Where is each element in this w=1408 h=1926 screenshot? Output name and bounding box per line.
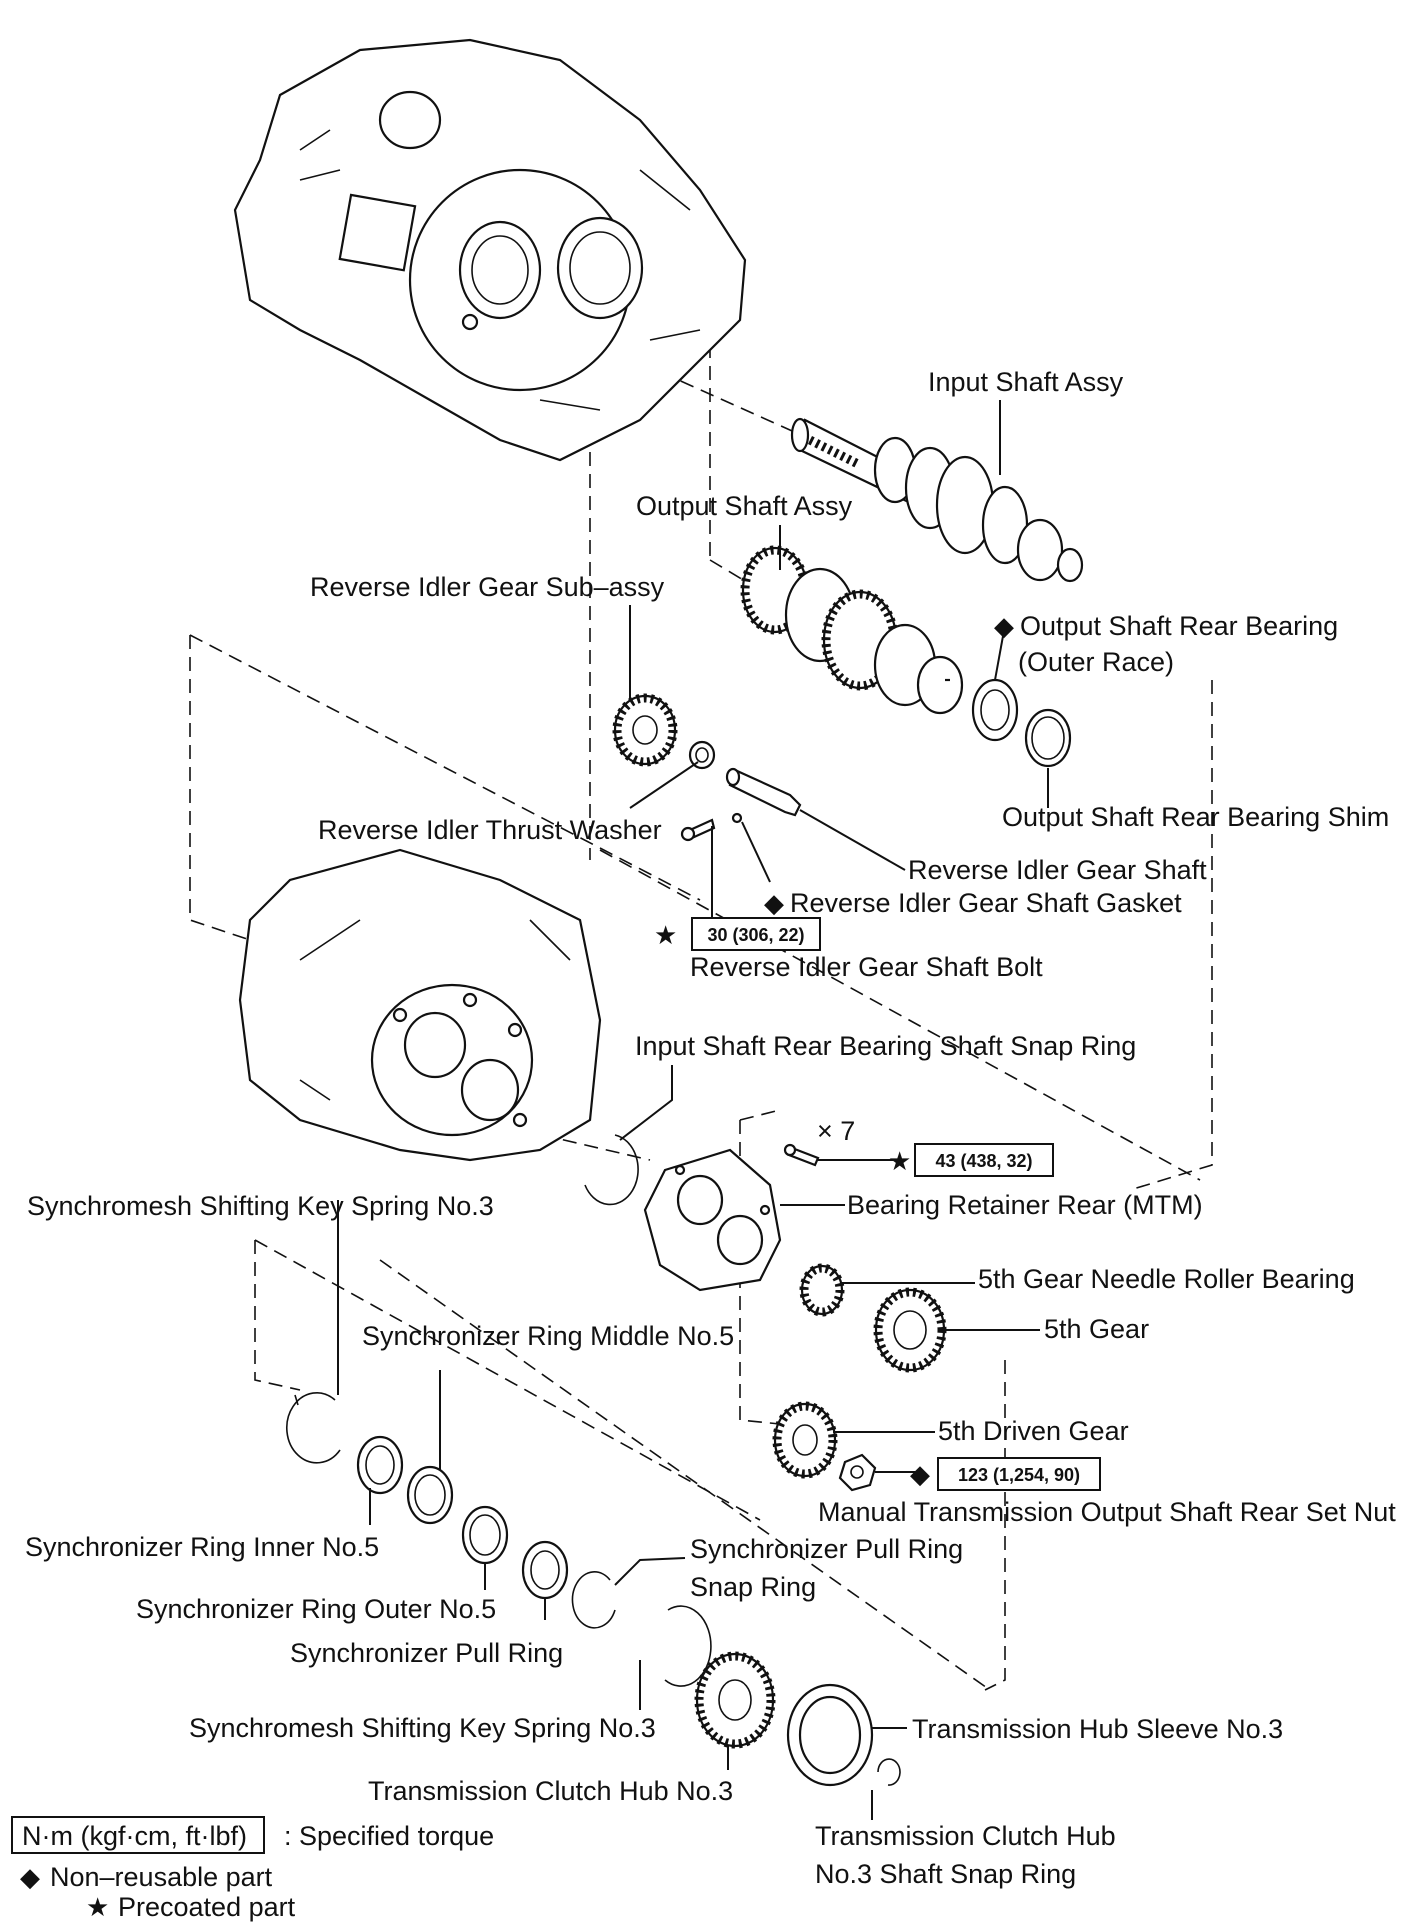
- label-reverse-idler-gear-shaft: Reverse Idler Gear Shaft: [908, 855, 1207, 885]
- output-shaft-rear-bearing: [971, 678, 1019, 742]
- label-fifth-driven-gear: 5th Driven Gear: [938, 1416, 1129, 1446]
- label-reverse-idler-gear-shaft-gasket: Reverse Idler Gear Shaft Gasket: [790, 888, 1182, 918]
- reverse-idler-gear-shaft: [725, 767, 802, 817]
- transmission-case-front: [233, 38, 747, 462]
- label-output-shaft-rear-bearing-outer-race: (Outer Race): [1018, 647, 1174, 677]
- label-output-shaft-rear-set-nut: Manual Transmission Output Shaft Rear Se…: [818, 1497, 1396, 1527]
- legend-non-reusable: Non–reusable part: [50, 1862, 273, 1892]
- precoated-symbol: ★: [654, 920, 677, 950]
- part-labels: Input Shaft Assy Output Shaft Assy Rever…: [25, 367, 1396, 1889]
- transmission-hub-sleeve: [786, 1683, 874, 1787]
- legend: N·m (kgf·cm, ft·lbf) : Specified torque …: [11, 1816, 494, 1922]
- label-synchronizer-pull-ring-snap-ring: Synchronizer Pull Ring: [690, 1534, 963, 1564]
- transmission-clutch-hub: [694, 1651, 776, 1749]
- torque-spec-reverse-idler-bolt: 30 (306, 22): [691, 917, 821, 951]
- torque-value: 43 (438, 32): [935, 1151, 1032, 1171]
- label-reverse-idler-thrust-washer: Reverse Idler Thrust Washer: [318, 815, 662, 845]
- label-transmission-hub-sleeve: Transmission Hub Sleeve No.3: [912, 1714, 1283, 1744]
- label-input-shaft-rear-bearing-snap-ring: Input Shaft Rear Bearing Shaft Snap Ring: [635, 1031, 1136, 1061]
- synchromesh-key-spring-upper: [286, 1392, 341, 1464]
- label-synchronizer-pull-ring-snap-ring-2: Snap Ring: [690, 1572, 816, 1602]
- torque-spec-set-nut: 123 (1,254, 90): [937, 1457, 1101, 1491]
- output-shaft-assy: [740, 545, 964, 715]
- bearing-retainer-rear: [643, 1148, 782, 1292]
- torque-value: 30 (306, 22): [707, 925, 804, 945]
- output-shaft-rear-bearing-shim: [1024, 708, 1072, 768]
- torque-value: 123 (1,254, 90): [958, 1465, 1080, 1485]
- non-reusable-symbol: ◆: [994, 611, 1014, 641]
- legend-non-reusable-symbol: ◆: [20, 1862, 40, 1892]
- torque-spec-bearing-retainer-bolt: 43 (438, 32): [914, 1143, 1054, 1177]
- precoated-symbol: ★: [888, 1146, 911, 1176]
- label-output-shaft-rear-bearing-shim: Output Shaft Rear Bearing Shim: [1002, 802, 1389, 832]
- output-shaft-rear-set-nut: [838, 1453, 877, 1492]
- label-transmission-clutch-hub: Transmission Clutch Hub No.3: [368, 1776, 733, 1806]
- label-output-shaft-rear-bearing: Output Shaft Rear Bearing: [1020, 611, 1338, 641]
- transmission-case-rear: [238, 848, 602, 1162]
- fifth-gear: [873, 1287, 947, 1373]
- synchronizer-pull-ring-snap-ring: [571, 1571, 616, 1629]
- bolt-quantity: × 7: [817, 1116, 855, 1146]
- synchromesh-key-spring-lower: [664, 1605, 712, 1687]
- label-bearing-retainer-rear: Bearing Retainer Rear (MTM): [847, 1190, 1203, 1220]
- label-output-shaft-assy: Output Shaft Assy: [636, 491, 853, 521]
- legend-torque-desc: : Specified torque: [284, 1821, 494, 1851]
- label-reverse-idler-gear-sub-assy: Reverse Idler Gear Sub–assy: [310, 572, 665, 602]
- fifth-driven-gear: [772, 1401, 838, 1479]
- leader-lines: [337, 400, 1049, 1820]
- synchronizer-ring-inner: [356, 1435, 404, 1495]
- legend-precoated: Precoated part: [118, 1892, 296, 1922]
- label-synchronizer-ring-inner: Synchronizer Ring Inner No.5: [25, 1532, 379, 1562]
- label-clutch-hub-snap-ring-2: No.3 Shaft Snap Ring: [815, 1859, 1076, 1889]
- label-fifth-gear: 5th Gear: [1044, 1314, 1149, 1344]
- non-reusable-symbol: ◆: [764, 888, 784, 918]
- clutch-hub-shaft-snap-ring: [877, 1758, 901, 1786]
- label-synchromesh-key-spring-bottom: Synchromesh Shifting Key Spring No.3: [189, 1713, 656, 1743]
- fifth-gear-needle-roller-bearing: [799, 1263, 845, 1317]
- label-reverse-idler-gear-shaft-bolt: Reverse Idler Gear Shaft Bolt: [690, 952, 1043, 982]
- label-synchronizer-pull-ring: Synchronizer Pull Ring: [290, 1638, 563, 1668]
- reverse-idler-bolt-and-gasket: [680, 812, 743, 842]
- non-reusable-symbol: ◆: [910, 1459, 930, 1489]
- label-input-shaft-assy: Input Shaft Assy: [928, 367, 1124, 397]
- legend-torque-unit: N·m (kgf·cm, ft·lbf): [22, 1821, 247, 1851]
- legend-precoated-symbol: ★: [86, 1892, 109, 1922]
- synchronizer-ring-outer: [461, 1505, 509, 1565]
- label-synchronizer-ring-outer: Synchronizer Ring Outer No.5: [136, 1594, 496, 1624]
- input-shaft-rear-bearing-snap-ring: [584, 1134, 639, 1206]
- reverse-idler-gear: [612, 693, 678, 767]
- input-shaft-assy: [790, 417, 1084, 583]
- reverse-idler-thrust-washer: [688, 740, 716, 770]
- label-synchronizer-ring-middle: Synchronizer Ring Middle No.5: [362, 1321, 734, 1351]
- bearing-retainer-bolt: [783, 1143, 820, 1167]
- synchronizer-pull-ring: [521, 1540, 569, 1600]
- label-clutch-hub-snap-ring: Transmission Clutch Hub: [815, 1821, 1116, 1851]
- label-fifth-gear-needle-roller-bearing: 5th Gear Needle Roller Bearing: [978, 1264, 1355, 1294]
- synchronizer-ring-middle: [406, 1465, 454, 1525]
- label-synchromesh-key-spring-top: Synchromesh Shifting Key Spring No.3: [27, 1191, 494, 1221]
